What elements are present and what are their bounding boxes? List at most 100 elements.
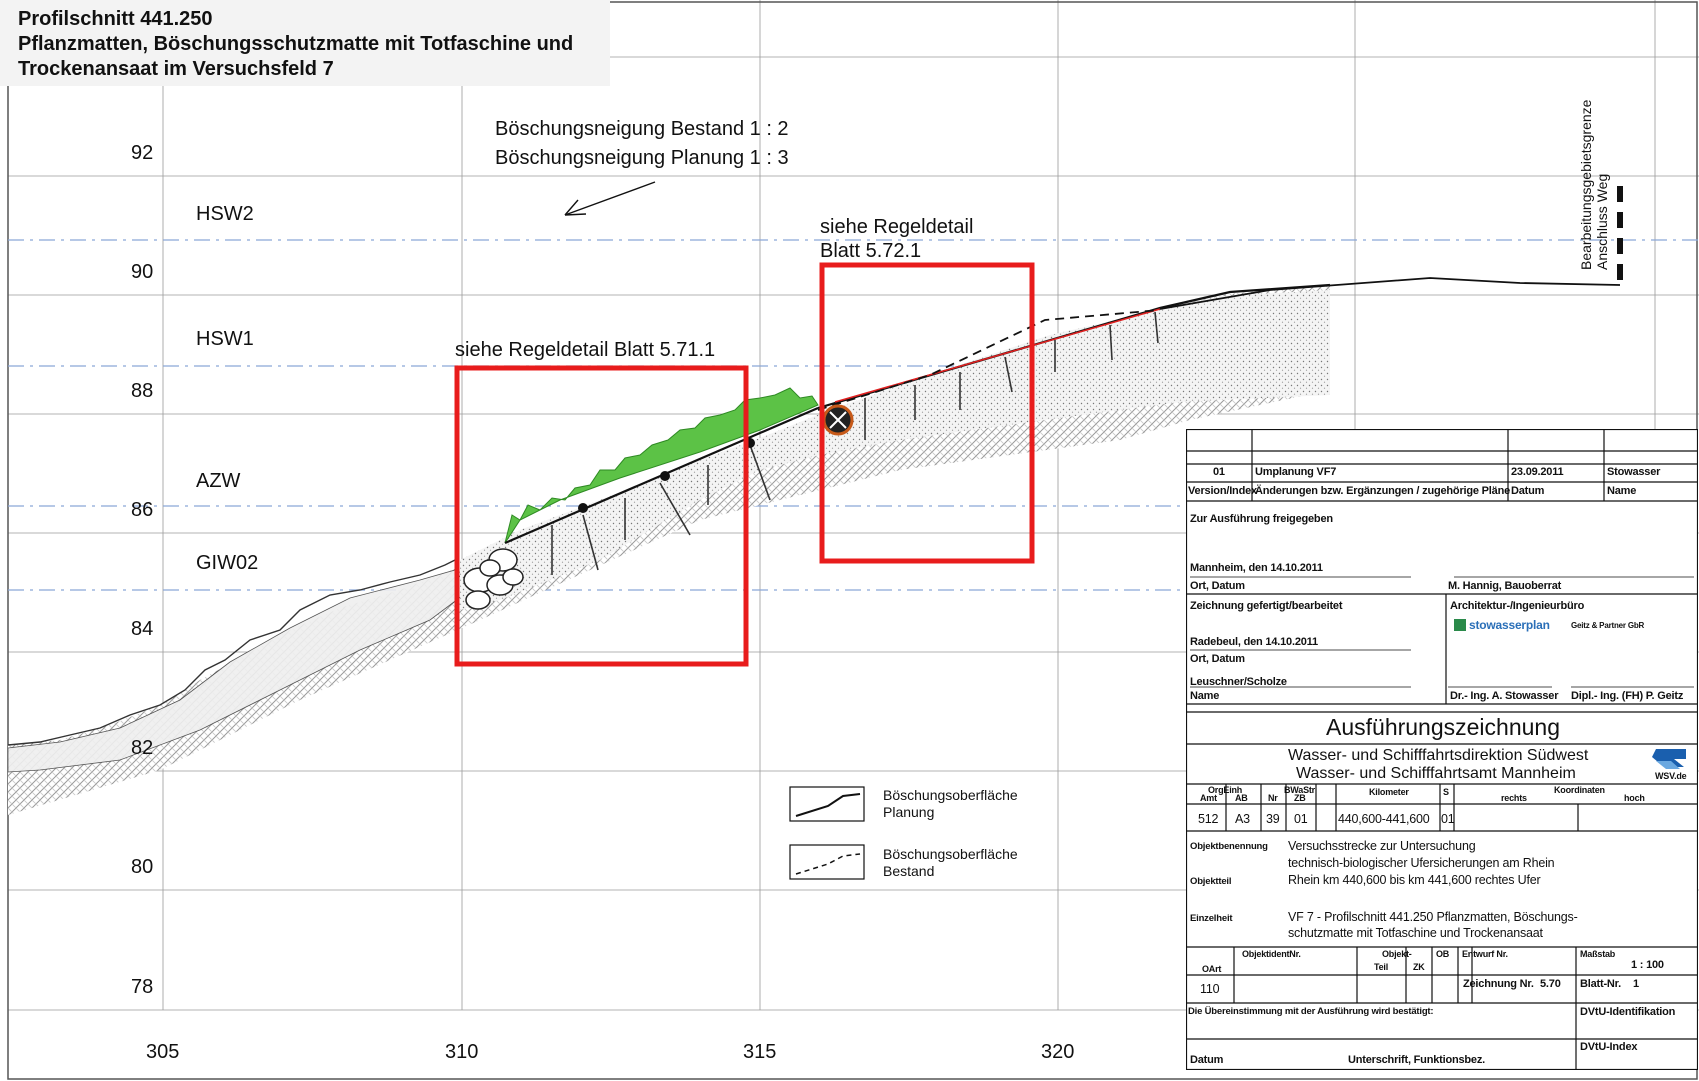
y-tick-78: 78: [131, 976, 154, 998]
hdr-zb: ZB: [1294, 793, 1306, 803]
confirm-text: Die Übereinstimmung mit der Ausführung w…: [1188, 1006, 1434, 1017]
stakes: [551, 311, 1159, 575]
legend-planned-line2: Planung: [883, 804, 935, 820]
detail-box-2: [819, 262, 1035, 564]
blatt: 1: [1633, 978, 1639, 990]
hdr-ab: AB: [1235, 793, 1248, 803]
hdr-zk: ZK: [1413, 962, 1425, 972]
rev-text: Umplanung VF7: [1255, 466, 1337, 478]
hdr-hoch: hoch: [1624, 793, 1645, 803]
detail-ref-1: siehe Regeldetail Blatt 5.71.1: [455, 339, 716, 361]
rev-hdr-date: Datum: [1511, 485, 1545, 497]
obj-line2: technisch-biologischer Ufersicherungen a…: [1288, 856, 1555, 870]
hdr-massstab: Maßstab: [1580, 949, 1616, 959]
dvtu-id: DVtU-Identifikation: [1580, 1006, 1676, 1018]
x-tick-315: 315: [743, 1041, 777, 1063]
hdr-entwurf: Entwurf Nr.: [1462, 949, 1508, 959]
slope-arrow: [564, 181, 656, 216]
signature-label: Unterschrift, Funktionsbez.: [1348, 1054, 1485, 1066]
level-hsw2: HSW2: [196, 203, 254, 225]
detail-ref-2-line1: siehe Regeldetail: [820, 216, 974, 238]
wsv-logo-text: WSV.de: [1655, 771, 1687, 781]
hdr-rechts: rechts: [1501, 793, 1527, 803]
boundary-label-line1: Bearbeitungsgebietsgrenze: [1578, 99, 1594, 270]
sign-stowasser: Dr.- Ing. A. Stowasser: [1450, 690, 1559, 702]
planned-layer: [460, 290, 1330, 610]
objteil-label: Objektteil: [1190, 876, 1232, 887]
hdr-objekt: Objekt-: [1382, 949, 1412, 959]
val-ab: A3: [1235, 812, 1250, 826]
hdr-s: S: [1443, 787, 1449, 797]
title-line-1: Profilschnitt 441.250: [18, 8, 213, 30]
drawn-name-label: Name: [1190, 690, 1220, 702]
val-s: 01: [1441, 812, 1455, 826]
slope-note-planned: Böschungsneigung Planung 1 : 3: [495, 147, 789, 169]
rev-nr: 01: [1213, 466, 1225, 478]
drawn-label: Zeichnung gefertigt/bearbeitet: [1190, 600, 1343, 612]
boundary-label: Bearbeitungsgebietsgrenze Anschluss Weg: [1578, 100, 1610, 270]
title-line-3: Trockenansaat im Versuchsfeld 7: [18, 58, 334, 80]
hdr-objid: ObjektidentNr.: [1242, 949, 1301, 959]
partner-logo-text: Geitz & Partner GbR: [1571, 621, 1645, 630]
planned-surface-red: [834, 308, 1161, 403]
drawn-place-label: Ort, Datum: [1190, 653, 1245, 665]
release-place-label: Ort, Datum: [1190, 580, 1245, 592]
y-tick-88: 88: [131, 380, 154, 402]
drawn-place-date: Radebeul, den 14.10.2011: [1190, 636, 1318, 648]
y-tick-86: 86: [131, 499, 154, 521]
einzel-line1: VF 7 - Profilschnitt 441.250 Pflanzmatte…: [1288, 910, 1578, 924]
vegetation-mats: [504, 387, 819, 544]
hdr-nr: Nr: [1268, 793, 1278, 803]
wsv-logo-icon: [1652, 749, 1686, 769]
x-tick-320: 320: [1041, 1041, 1075, 1063]
release-label: Zur Ausführung freigegeben: [1190, 513, 1333, 525]
title-panel: Profilschnitt 441.250 Pflanzmatten, Bösc…: [0, 0, 610, 86]
rev-hdr-text: Änderungen bzw. Ergänzungen / zugehörige…: [1255, 485, 1511, 497]
datum-label: Datum: [1190, 1054, 1224, 1066]
office-label: Architektur-/Ingenieurbüro: [1450, 600, 1585, 612]
x-tick-305: 305: [146, 1041, 180, 1063]
val-km: 440,600-441,600: [1338, 812, 1430, 826]
zeichnung: 5.70: [1540, 978, 1561, 990]
blatt-label: Blatt-Nr.: [1580, 978, 1621, 990]
einzel-label: Einzelheit: [1190, 913, 1233, 924]
detail-ref-2-line2: Blatt 5.72.1: [820, 240, 922, 262]
val-nr: 39: [1266, 812, 1280, 826]
y-tick-84: 84: [131, 618, 154, 640]
y-tick-82: 82: [131, 737, 154, 759]
existing-surface-dashed: [817, 309, 1161, 411]
stowasser-logo-text: stowasserplan: [1469, 618, 1550, 632]
hdr-ob: OB: [1436, 949, 1450, 959]
drawing-type: Ausführungszeichnung: [1326, 714, 1560, 740]
boundary-label-line2: Anschluss Weg: [1594, 173, 1610, 270]
val-zb: 01: [1294, 812, 1308, 826]
legend-symbols: [789, 786, 865, 880]
val-amt: 512: [1198, 812, 1219, 826]
obj-label: Objektbenennung: [1190, 841, 1268, 852]
rev-name: Stowasser: [1607, 466, 1661, 478]
hdr-orgeinh: OrgEinh: [1208, 785, 1243, 795]
dvtu-index: DVtU-Index: [1580, 1041, 1638, 1053]
level-giw02: GIW02: [196, 552, 259, 574]
detail-box-1: [454, 365, 749, 667]
oart: 110: [1200, 982, 1220, 996]
level-hsw1: HSW1: [196, 328, 254, 350]
title-block: 01 Umplanung VF7 23.09.2011 Stowasser Ve…: [1186, 429, 1698, 1070]
massstab: 1 : 100: [1631, 959, 1664, 971]
legend-existing-line2: Bestand: [883, 863, 935, 879]
authority-2: Wasser- und Schifffahrtsamt Mannheim: [1296, 765, 1576, 782]
x-tick-310: 310: [445, 1041, 479, 1063]
legend-item-planned: Böschungsoberfläche Planung: [883, 787, 1018, 821]
sign-geitz: Dipl.- Ing. (FH) P. Geitz: [1571, 690, 1684, 702]
rev-hdr-nr: Version/Index: [1188, 485, 1257, 497]
hdr-teil: Teil: [1374, 962, 1389, 972]
drawn-name: Leuschner/Scholze: [1190, 676, 1287, 688]
legend-existing-line1: Böschungsoberfläche: [883, 846, 1018, 862]
legend-planned-line1: Böschungsoberfläche: [883, 787, 1018, 803]
zeichnung-label: Zeichnung Nr.: [1463, 978, 1534, 990]
hdr-koord: Koordinaten: [1554, 785, 1605, 795]
authority-1: Wasser- und Schifffahrtsdirektion Südwes…: [1288, 747, 1589, 764]
stowasser-logo-icon: [1454, 619, 1466, 631]
